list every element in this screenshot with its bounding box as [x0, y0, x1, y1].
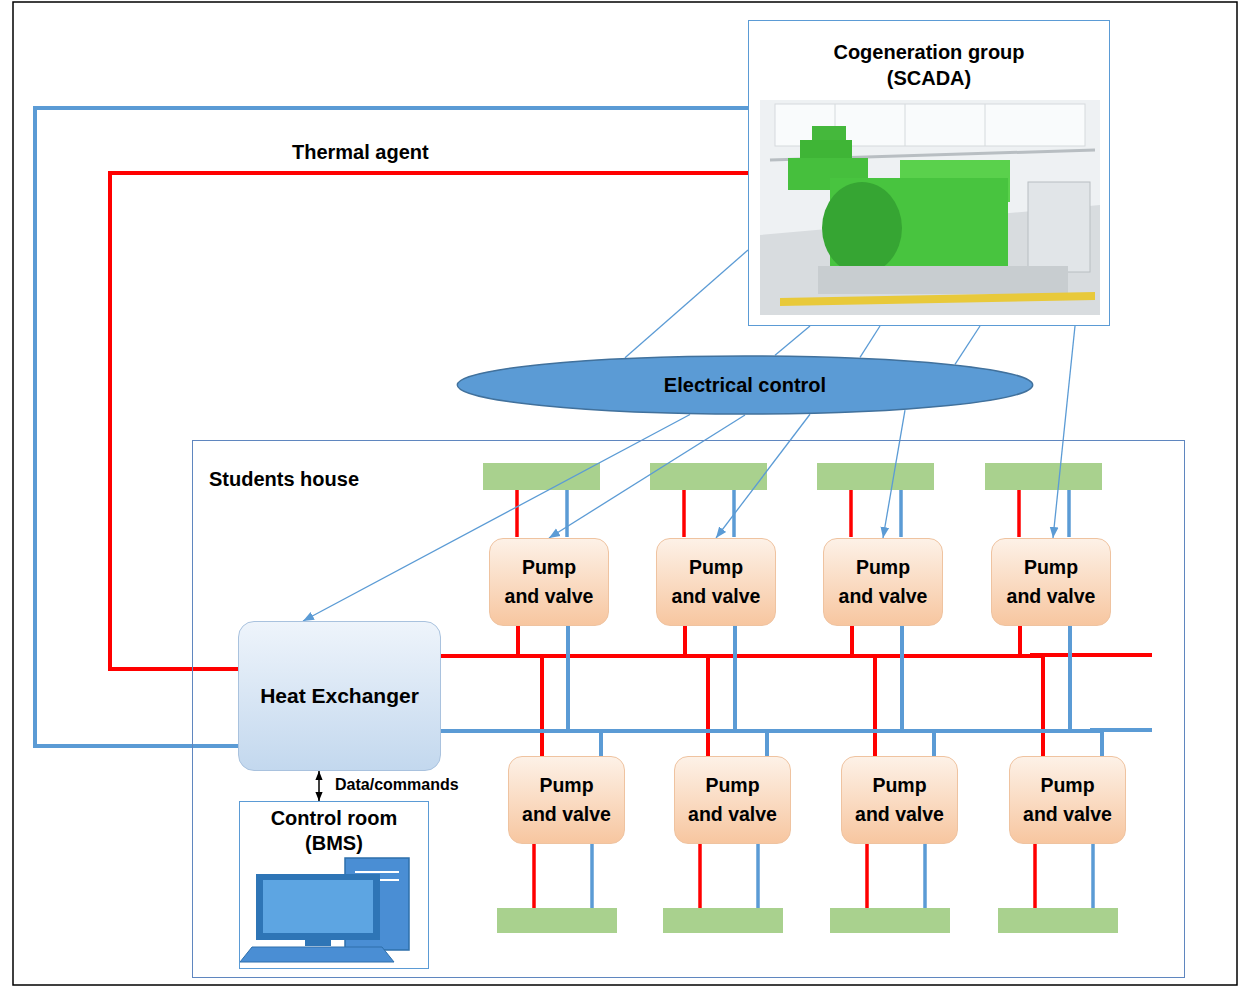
- radiator-pipe: [698, 843, 702, 908]
- pump-box: Pump and valve: [841, 756, 958, 844]
- generator-base: [818, 266, 1068, 294]
- radiators: [483, 463, 1152, 933]
- node-text: Pump and valve: [520, 771, 613, 830]
- header-end: [1030, 653, 1152, 657]
- radiator-pipe: [1067, 490, 1071, 537]
- plant-illustration: [760, 100, 1100, 315]
- supply-header: [441, 626, 852, 656]
- control-wire: [860, 326, 880, 357]
- radiator-pipe: [682, 490, 686, 537]
- control-wire: [716, 414, 810, 538]
- radiator-pipe: [865, 843, 869, 908]
- pc-keyboard: [240, 947, 394, 962]
- pc-slot: [355, 871, 399, 873]
- control-wire: [775, 326, 810, 355]
- radiator-bar: [483, 463, 600, 490]
- radiator-pipe: [532, 843, 536, 908]
- supply-header: [441, 626, 518, 656]
- supply-header: [441, 626, 1020, 656]
- pc-screen: [263, 880, 373, 933]
- radiator-pipe: [756, 843, 760, 908]
- pump-box: Pump and valve: [674, 756, 791, 844]
- radiator-bar: [985, 463, 1102, 490]
- radiator-pipe: [1033, 843, 1037, 908]
- radiator-bar: [998, 908, 1118, 933]
- exchanger-box: Heat Exchanger: [238, 621, 441, 771]
- radiator-pipe: [899, 490, 903, 537]
- radiator-pipe: [923, 843, 927, 908]
- radiator-bar: [650, 463, 767, 490]
- pump-box: Pump and valve: [508, 756, 625, 844]
- radiator-bar: [497, 908, 617, 933]
- node-text: Pump and valve: [670, 553, 763, 612]
- control-wire: [955, 326, 980, 364]
- supply-header: [441, 656, 1043, 756]
- radiator-pipe: [849, 490, 853, 537]
- return-header: [441, 731, 1102, 756]
- pump-box: Pump and valve: [489, 538, 609, 626]
- edge-label: Data/commands: [333, 776, 461, 794]
- return-header: [441, 626, 568, 731]
- building-region: Students houseHeat ExchangerControl room…: [192, 440, 1185, 978]
- supply-header: [441, 626, 685, 656]
- generator-far: [812, 126, 846, 142]
- radiator-bar: [817, 463, 934, 490]
- hall-wall: [760, 100, 1100, 315]
- supply-header: [441, 656, 875, 756]
- supply-header: [441, 656, 542, 756]
- node-text: Pump and valve: [1021, 771, 1114, 830]
- return-header: [441, 731, 601, 756]
- pump-box: Pump and valve: [823, 538, 943, 626]
- return-header: [441, 731, 767, 756]
- return-header: [441, 626, 735, 731]
- radiator-pipe: [1091, 843, 1095, 908]
- return-header: [441, 626, 902, 731]
- window-bar: [985, 104, 986, 146]
- plant-box: Cogeneration group (SCADA): [748, 20, 1110, 326]
- radiator-pipe: [1017, 490, 1021, 537]
- supply-pipe: [110, 173, 748, 669]
- control-wire: [1053, 326, 1075, 538]
- pump-box: Pump and valve: [656, 538, 776, 626]
- radiator-bar: [663, 908, 783, 933]
- node-text: Students house: [209, 468, 1168, 491]
- node-text: Pump and valve: [686, 771, 779, 830]
- pc-monitor: [256, 874, 380, 940]
- return-header: [441, 731, 934, 756]
- computer-icon: [240, 858, 409, 962]
- radiator-bar: [830, 908, 950, 933]
- radiator-pipe: [515, 490, 519, 537]
- radiator-pipe: [565, 490, 569, 537]
- page-frame: [13, 2, 1237, 985]
- control-room-box: Control room (BMS): [239, 801, 429, 969]
- control-ellipse: Electrical control: [455, 355, 1035, 415]
- node-text: Pump and valve: [503, 553, 596, 612]
- control-wire: [883, 410, 905, 538]
- pump-box: Pump and valve: [991, 538, 1111, 626]
- node-text: Pump and valve: [853, 771, 946, 830]
- node-text: Pump and valve: [1005, 553, 1098, 612]
- data-link: [318, 771, 320, 801]
- node-text: Cogeneration group (SCADA): [814, 39, 1044, 91]
- radiator-pipe: [590, 843, 594, 908]
- control-cabinet: [1028, 182, 1090, 272]
- window-bar: [905, 104, 906, 146]
- pump-box: Pump and valve: [1009, 756, 1126, 844]
- control-wire: [625, 250, 748, 358]
- return-header: [441, 626, 1070, 731]
- floor-stripe: [780, 292, 1095, 306]
- pc-stand: [305, 940, 331, 946]
- node-text: Electrical control: [664, 374, 826, 397]
- node-text: Heat Exchanger: [260, 684, 419, 708]
- supply-header: [441, 656, 708, 756]
- hall-window: [775, 104, 1085, 146]
- generator-front: [822, 182, 902, 274]
- edge-label: Thermal agent: [290, 141, 431, 164]
- node-text: Pump and valve: [837, 553, 930, 612]
- node-text: Control room (BMS): [249, 806, 419, 856]
- control-wire: [549, 415, 745, 538]
- ellipse-outline: [457, 356, 1032, 414]
